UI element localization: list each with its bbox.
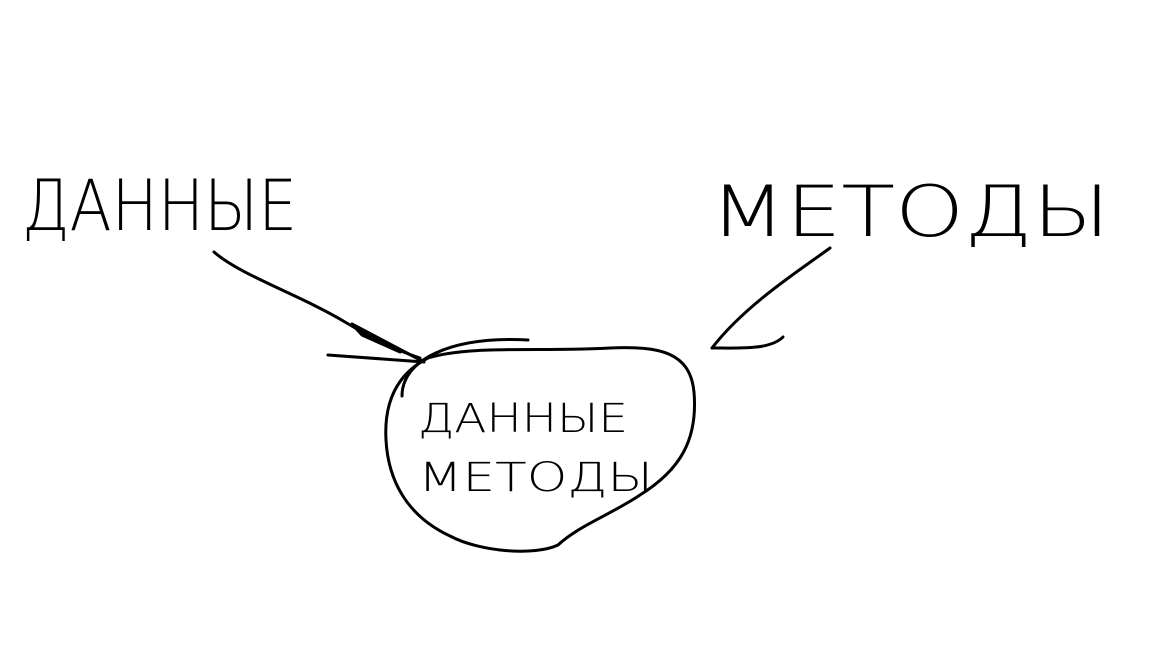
blob-inner-edge xyxy=(400,338,530,398)
left-arrow-head xyxy=(326,322,426,364)
right-arrow-head xyxy=(710,335,785,350)
inner-label-data: ДАННЫЕ xyxy=(418,396,628,442)
right-label: МЕТОДЫ xyxy=(710,171,1110,253)
right-arrow-shaft xyxy=(710,246,832,350)
left-label: ДАННЫЕ xyxy=(22,165,297,247)
object-blob xyxy=(384,346,697,553)
inner-label-methods: МЕТОДЫ xyxy=(418,455,653,501)
